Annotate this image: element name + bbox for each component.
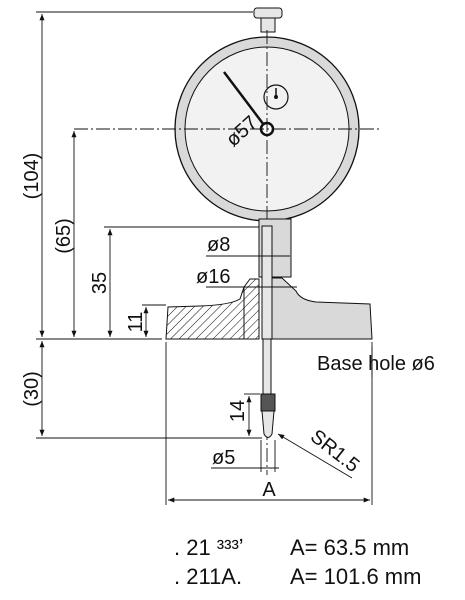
model-row-1-value: A= 63.5 mm xyxy=(290,535,409,560)
model-row-2-code: . 211A. xyxy=(174,564,242,589)
dim-sr-label: SR1.5 xyxy=(306,425,363,477)
model-row-2-value: A= 101.6 mm xyxy=(290,564,421,589)
dim-d16-label: ø16 xyxy=(196,266,230,288)
base-plate-right xyxy=(266,277,373,340)
dim-d5-label: ø5 xyxy=(212,447,235,469)
dim-30-label: (30) xyxy=(21,371,43,407)
spindle xyxy=(261,225,273,340)
stem-and-base xyxy=(165,218,373,438)
contact-point-knurl xyxy=(260,393,276,412)
base-hole-label: Base hole ø6 xyxy=(317,353,435,375)
dim-d8-label: ø8 xyxy=(207,234,230,256)
model-row-1-code: . 21 ³³³ʼ xyxy=(174,535,244,560)
dim-65-label: (65) xyxy=(53,218,75,254)
dim-35-label: 35 xyxy=(89,272,111,294)
contact-rod xyxy=(262,338,272,395)
base-hatched-shoulder xyxy=(243,278,260,340)
dim-a-label: A xyxy=(262,479,276,501)
base-plate-left-section xyxy=(165,286,245,340)
revolution-counter xyxy=(263,84,289,110)
dim-14-label: 14 xyxy=(227,400,249,422)
dim-11-label: 11 xyxy=(125,312,147,333)
crown-cap xyxy=(253,7,283,19)
dial-needle xyxy=(223,71,268,130)
dim-104-label: (104) xyxy=(21,153,43,200)
contact-point-tip xyxy=(261,410,275,438)
counter-hub xyxy=(274,95,278,99)
sr-leader xyxy=(277,433,353,479)
